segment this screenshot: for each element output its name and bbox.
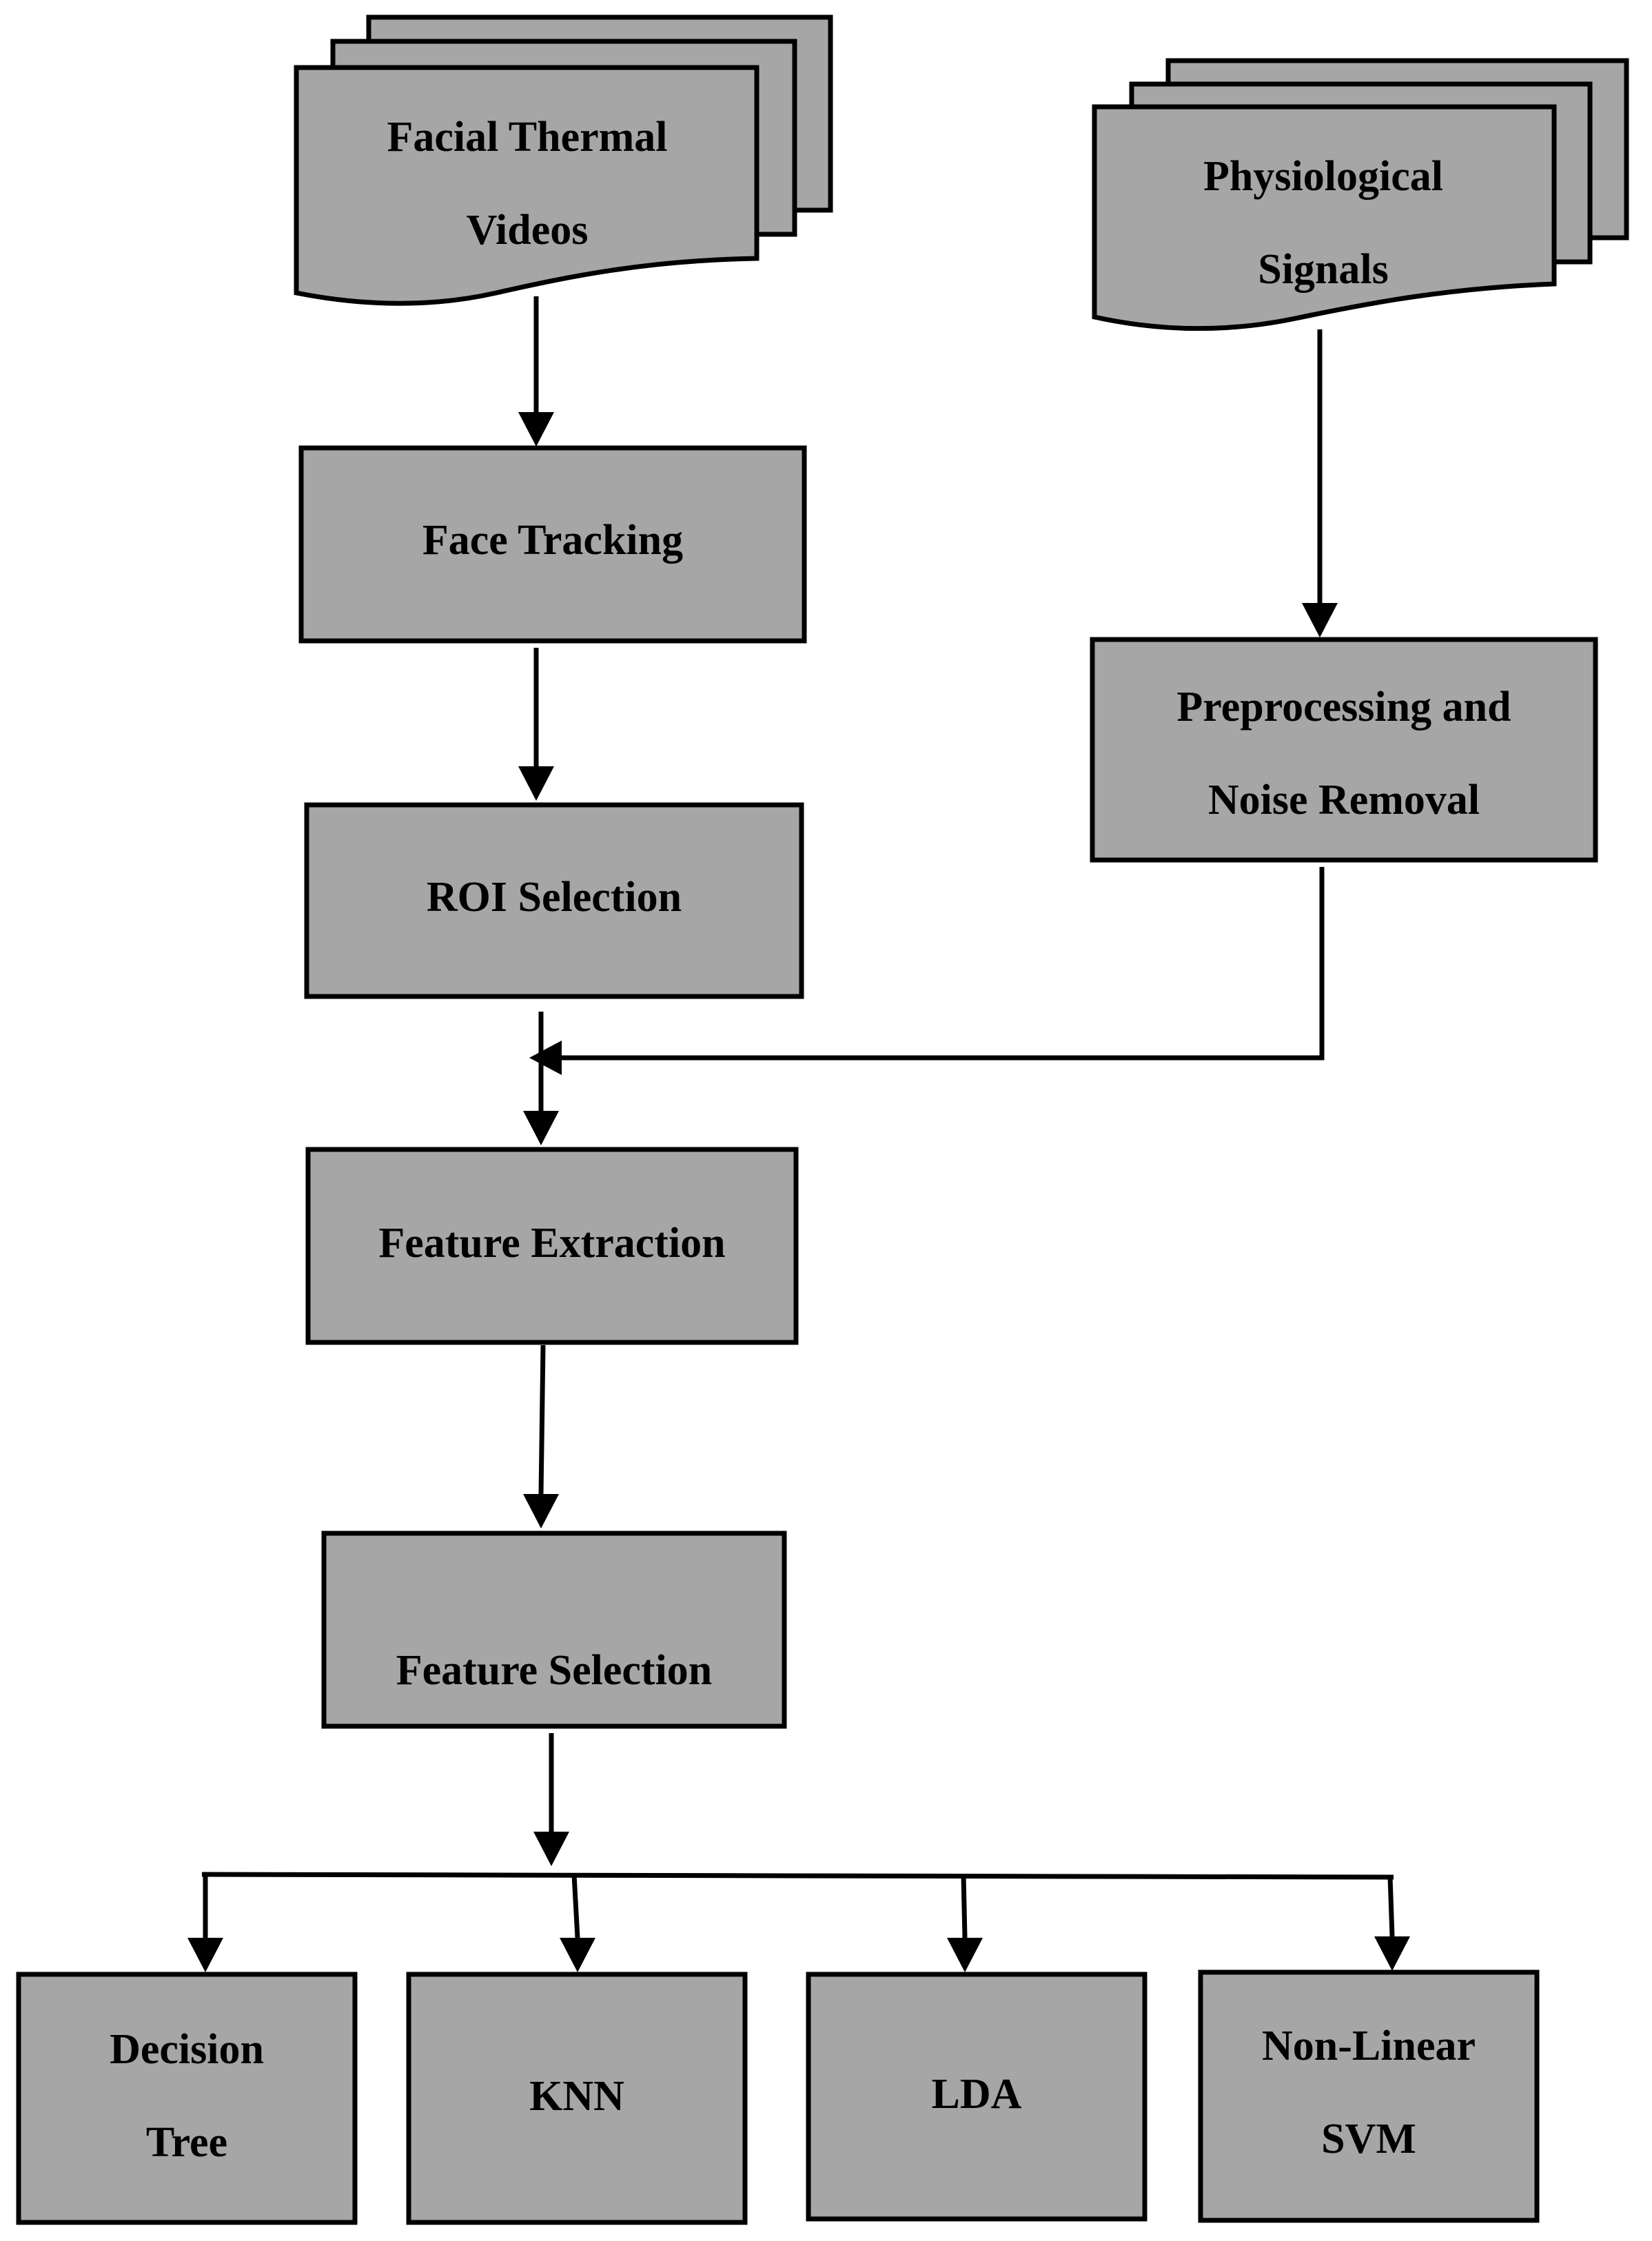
arrow-roi-to-feature-extraction xyxy=(523,1012,559,1145)
feature-selection-label: Feature Selection xyxy=(396,1647,713,1694)
node-feature-selection: Feature Selection xyxy=(321,1531,787,1729)
physiological-signals-line-2: Signals xyxy=(1258,246,1389,293)
face-tracking-label: Face Tracking xyxy=(422,517,683,564)
node-svm: Non-Linear SVM xyxy=(1198,1969,1540,2223)
physiological-signals-line-1: Physiological xyxy=(1203,153,1443,200)
arrow-bus-to-svm xyxy=(1374,1876,1410,1971)
arrow-bus-to-knn xyxy=(560,1874,595,1972)
node-roi-selection: ROI Selection xyxy=(304,802,804,999)
arrow-face-tracking-to-roi xyxy=(518,648,554,801)
node-decision-tree: Decision Tree xyxy=(16,1972,358,2225)
preprocessing-line-2: Noise Removal xyxy=(1208,777,1480,823)
feature-extraction-label: Feature Extraction xyxy=(378,1220,725,1267)
knn-label: KNN xyxy=(529,2073,624,2120)
preprocessing-line-1: Preprocessing and xyxy=(1176,684,1511,730)
facial-thermal-videos-line-1: Facial Thermal xyxy=(387,114,668,161)
arrow-extraction-to-selection xyxy=(523,1344,559,1528)
arrow-bus-to-decision-tree xyxy=(187,1874,223,1972)
arrow-bus-to-lda xyxy=(947,1875,983,1972)
connectors xyxy=(187,296,1410,1972)
arrow-selection-to-bus xyxy=(533,1733,569,1866)
svm-line-2: SVM xyxy=(1321,2116,1416,2162)
node-feature-extraction: Feature Extraction xyxy=(305,1147,799,1345)
decision-tree-line-2: Tree xyxy=(146,2119,227,2166)
node-facial-thermal-videos: Facial Thermal Videos xyxy=(294,14,833,306)
node-preprocessing: Preprocessing and Noise Removal xyxy=(1090,637,1598,863)
arrow-videos-to-face-tracking xyxy=(518,296,554,447)
node-physiological-signals: Physiological Signals xyxy=(1092,58,1629,331)
arrow-signals-to-preprocessing xyxy=(1302,329,1338,637)
node-face-tracking: Face Tracking xyxy=(298,445,807,644)
svm-line-1: Non-Linear xyxy=(1262,2023,1476,2069)
facial-thermal-videos-line-2: Videos xyxy=(467,207,589,254)
lda-label: LDA xyxy=(932,2071,1022,2118)
classifier-bus xyxy=(201,1872,1394,1880)
node-knn: KNN xyxy=(406,1972,748,2225)
roi-selection-label: ROI Selection xyxy=(427,874,682,921)
arrow-preprocessing-to-merge xyxy=(529,867,1325,1075)
decision-tree-line-1: Decision xyxy=(110,2026,264,2073)
node-lda: LDA xyxy=(806,1972,1148,2222)
